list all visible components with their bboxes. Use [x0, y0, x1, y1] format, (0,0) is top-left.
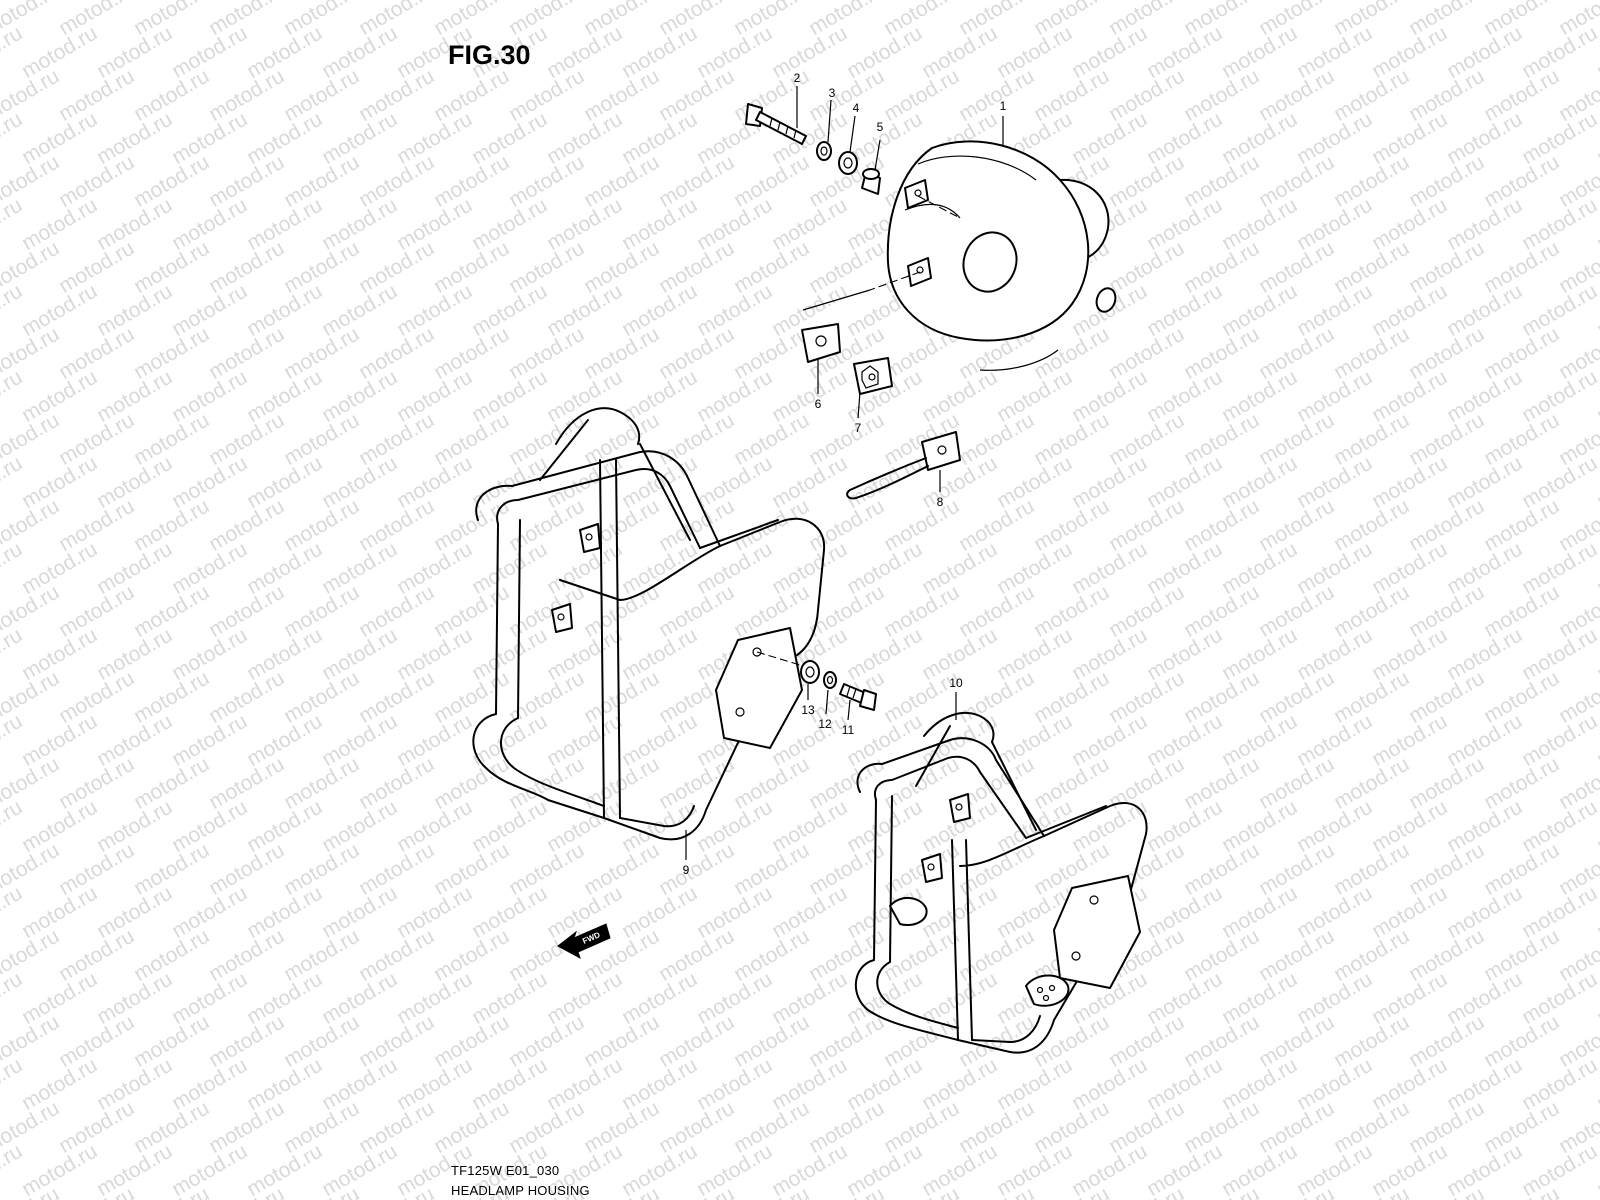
callout-part-6: 6	[814, 397, 822, 411]
bolt-part-11	[839, 683, 877, 711]
callout-part-9: 9	[682, 863, 690, 877]
plate-part-6	[801, 323, 841, 363]
callout-part-13: 13	[801, 703, 815, 717]
collar-part-5	[861, 168, 881, 195]
callout-part-4: 4	[852, 101, 860, 115]
callout-part-5: 5	[876, 120, 884, 134]
headlamp-housing-part-1	[886, 140, 1117, 371]
section-title-caption: HEADLAMP HOUSING	[451, 1183, 590, 1198]
callout-part-2: 2	[793, 71, 801, 85]
bolt-part-2	[745, 103, 807, 145]
clamp-part-8	[846, 431, 961, 500]
model-code-caption: TF125W E01_030	[451, 1163, 560, 1178]
clip-nut-part-7	[853, 357, 893, 395]
callout-part-7: 7	[854, 421, 862, 435]
callout-part-1: 1	[999, 99, 1007, 113]
callout-part-10: 10	[949, 676, 963, 690]
headlamp-guard-part-10	[854, 711, 1148, 1054]
callout-part-3: 3	[828, 86, 836, 100]
headlamp-guard-part-9	[472, 407, 826, 841]
figure-title: FIG.30	[448, 40, 531, 70]
washer-part-4	[838, 151, 858, 175]
washer-part-3	[816, 141, 832, 161]
callout-part-12: 12	[818, 717, 832, 731]
washer-part-13	[800, 660, 820, 684]
callout-part-8: 8	[936, 495, 944, 509]
forward-direction-arrow: FWD	[557, 923, 611, 960]
lock-washer-part-12	[823, 671, 837, 689]
callout-part-11: 11	[841, 723, 855, 737]
